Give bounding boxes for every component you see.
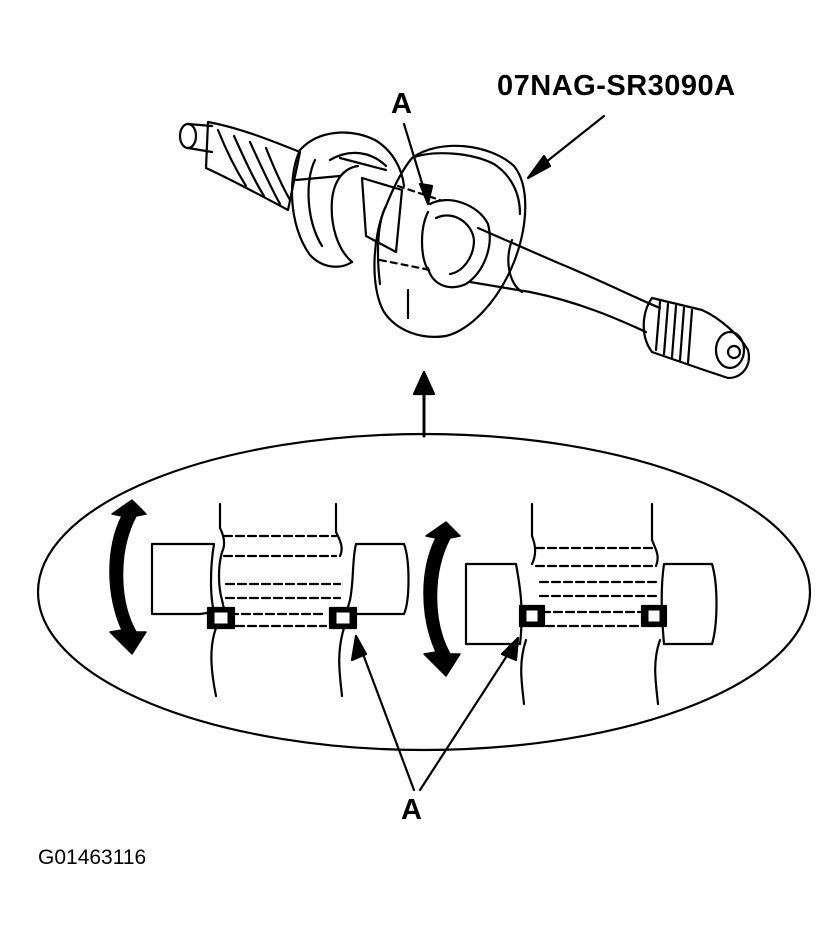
zoom-arrow-head [412,370,436,396]
rotation-arrow-left [109,499,147,655]
cross-section-right [423,502,718,706]
detail-oval [36,432,812,752]
output-shaft [468,226,750,380]
callout-top-arrowhead [418,182,434,206]
shaft-assembly [178,114,750,380]
collar [360,176,404,254]
callout-bottom-leaders [350,634,520,792]
pinion-stub [178,120,302,212]
seal-driver-tool [373,144,527,338]
callout-label-bottom: A [401,794,422,826]
tool-part-number: 07NAG-SR3090A [497,70,736,102]
figure-id: G01463116 [38,846,147,869]
cross-section-left [109,499,410,698]
callout-label-top: A [391,88,412,120]
tool-leader-arrowhead [526,154,552,180]
rotation-arrow-right [423,521,461,677]
bearing [290,131,406,268]
